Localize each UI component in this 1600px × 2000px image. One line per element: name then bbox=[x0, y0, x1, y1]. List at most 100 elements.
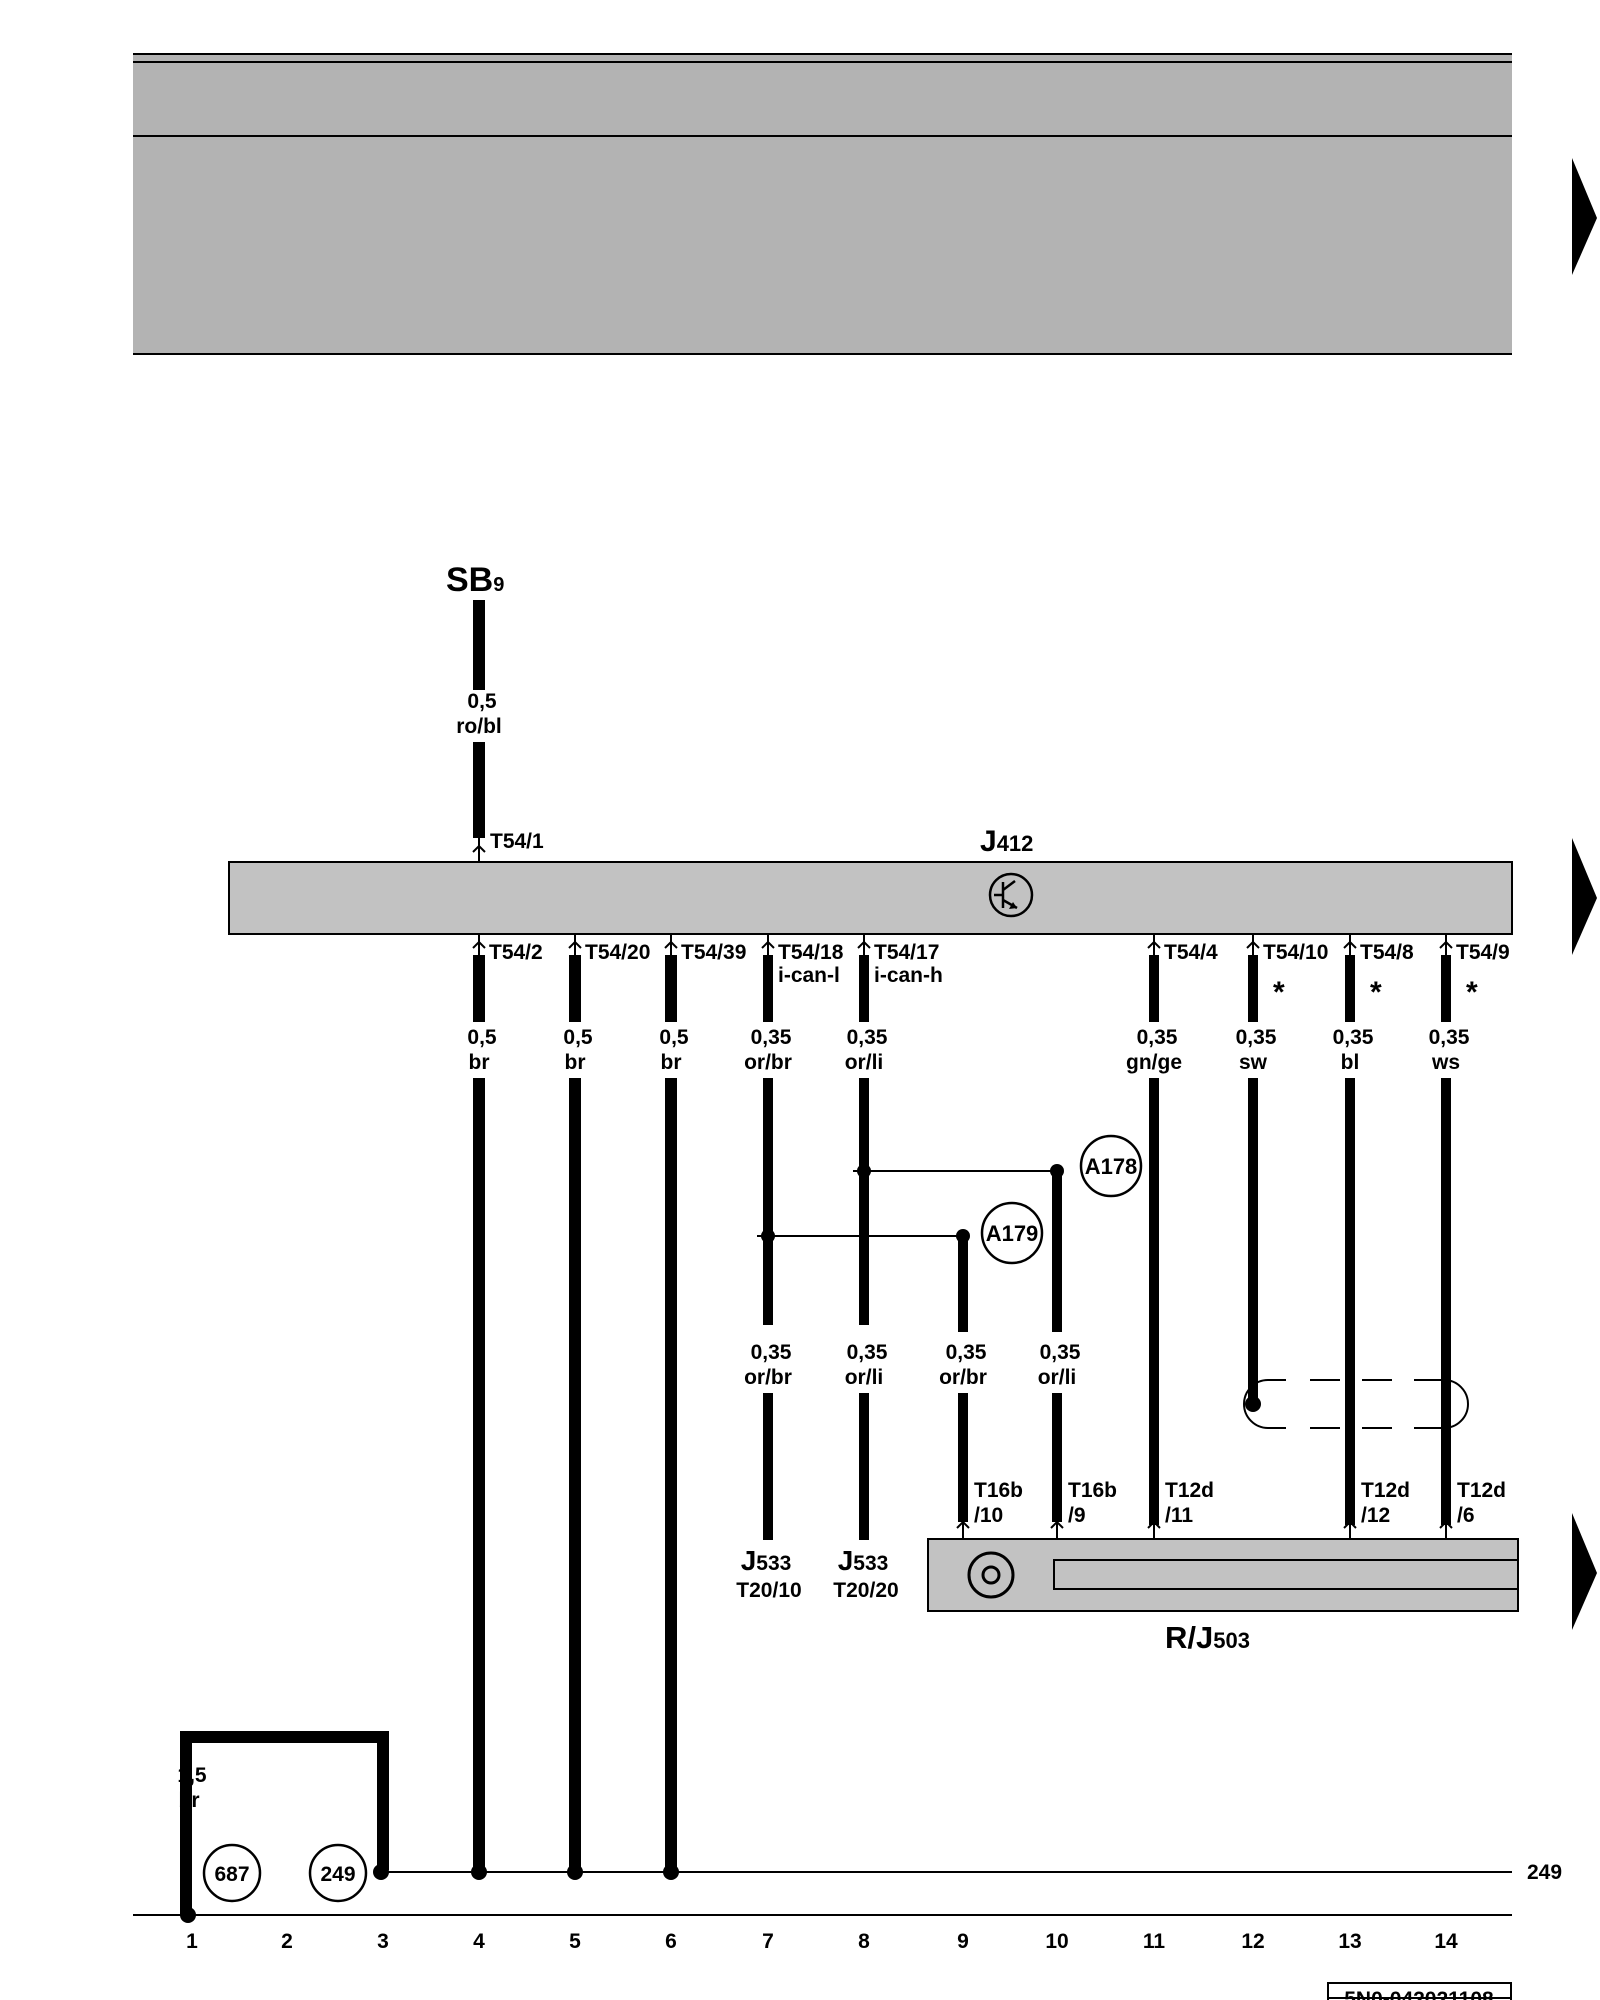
connector-label-top: T16b bbox=[974, 1479, 1023, 1502]
column-number: 10 bbox=[1045, 1930, 1068, 1953]
source-wire-size: 0,5 bbox=[467, 690, 497, 713]
connector-label-bottom: /6 bbox=[1457, 1504, 1475, 1527]
wire-color-label: br bbox=[469, 1051, 490, 1074]
target-j533-b[interactable]: J533 T20/20 bbox=[833, 1545, 898, 1602]
connector-label-top: T12d bbox=[1361, 1479, 1410, 1502]
connector-label-bottom: /11 bbox=[1165, 1504, 1193, 1527]
pin-arrow-icon bbox=[1439, 1520, 1453, 1539]
pin-arrow-icon bbox=[664, 935, 678, 955]
wire-size-label: 0,35 bbox=[946, 1341, 987, 1364]
module-rj503[interactable]: R/J503 bbox=[927, 1538, 1519, 1655]
asterisk-mark: * bbox=[1466, 976, 1478, 1009]
pin-arrow-icon bbox=[568, 935, 582, 955]
column-number: 12 bbox=[1241, 1930, 1264, 1953]
pin-arrow-icon bbox=[472, 935, 486, 955]
column-number: 11 bbox=[1143, 1930, 1166, 1953]
can-label: i-can-h bbox=[874, 964, 943, 987]
pin-arrow-icon bbox=[1246, 935, 1260, 955]
pin-arrow-icon bbox=[1343, 1520, 1357, 1539]
ground-wire-color: br bbox=[179, 1789, 200, 1812]
column-number: 5 bbox=[569, 1930, 581, 1953]
column-number: 8 bbox=[858, 1930, 870, 1953]
wire-color-label: or/br bbox=[939, 1366, 987, 1389]
svg-text:J533: J533 bbox=[741, 1545, 792, 1576]
wire-color-label: or/li bbox=[845, 1051, 884, 1074]
column-number: 9 bbox=[957, 1930, 969, 1953]
pin-arrow-icon bbox=[857, 935, 871, 955]
pin-arrow-icon bbox=[761, 935, 775, 955]
asterisk-mark: * bbox=[1370, 976, 1382, 1009]
pin-arrow-icon bbox=[1147, 935, 1161, 955]
source-label: SB9 bbox=[446, 561, 504, 599]
connector-label-top: T16b bbox=[1068, 1479, 1117, 1502]
column-number: 4 bbox=[473, 1930, 485, 1953]
doc-code-box: 5N0-042021108 bbox=[1327, 1982, 1512, 2000]
wire-size-label: 0,35 bbox=[751, 1341, 792, 1364]
junction-a178[interactable]: A178 bbox=[1079, 1134, 1143, 1198]
transistor-symbol-icon bbox=[988, 872, 1034, 918]
module-j412[interactable]: J412 bbox=[228, 825, 1513, 935]
source-wire-color: ro/bl bbox=[456, 715, 502, 738]
pin-label: T54/18 bbox=[778, 941, 844, 964]
connector-label-bottom: /9 bbox=[1068, 1504, 1086, 1527]
wire-color-label: or/br bbox=[744, 1366, 792, 1389]
wire-color-label: or/br bbox=[744, 1051, 792, 1074]
ground-point-249[interactable]: 249 bbox=[308, 1843, 368, 1903]
continuation-arrow-top[interactable] bbox=[1572, 158, 1597, 275]
can-label: i-can-l bbox=[778, 964, 840, 987]
wire-color-label: or/li bbox=[845, 1366, 884, 1389]
cable-shield bbox=[1243, 1379, 1469, 1429]
doc-code: 5N0-042021108 bbox=[1344, 1988, 1494, 2000]
wire-color-label: ws bbox=[1431, 1051, 1460, 1074]
ground-ref-label: 249 bbox=[1527, 1861, 1562, 1884]
wire-size-label: 0,5 bbox=[467, 1026, 497, 1049]
wire-size-label: 0,35 bbox=[847, 1026, 888, 1049]
wire-color-label: gn/ge bbox=[1126, 1051, 1182, 1074]
wire-size-label: 0,35 bbox=[1236, 1026, 1277, 1049]
svg-text:A179: A179 bbox=[986, 1221, 1039, 1246]
column-number: 6 bbox=[665, 1930, 677, 1953]
target-j533-a[interactable]: J533 T20/10 bbox=[736, 1545, 801, 1602]
pin-label: T54/2 bbox=[489, 941, 543, 964]
wire-size-label: 0,35 bbox=[1333, 1026, 1374, 1049]
wire-size-label: 0,35 bbox=[751, 1026, 792, 1049]
column-number: 13 bbox=[1338, 1930, 1361, 1953]
wire-size-label: 0,35 bbox=[847, 1341, 888, 1364]
connector-label-top: T12d bbox=[1165, 1479, 1214, 1502]
module-rj503-label: R/J503 bbox=[1165, 1620, 1250, 1655]
wire-size-label: 0,35 bbox=[1429, 1026, 1470, 1049]
ground-section: 1,5 br 249 bbox=[133, 1731, 1562, 1923]
ground-wire-size: 1,5 bbox=[177, 1764, 207, 1787]
connector-label-bottom: /10 bbox=[974, 1504, 1003, 1527]
wire-color-label: sw bbox=[1239, 1051, 1268, 1074]
pin-arrow-icon bbox=[1147, 1520, 1161, 1539]
wire-color-label: br bbox=[565, 1051, 586, 1074]
pin-label: T54/39 bbox=[681, 941, 746, 964]
svg-text:A178: A178 bbox=[1085, 1154, 1138, 1179]
pin-top-label: T54/1 bbox=[490, 830, 544, 853]
column-number: 3 bbox=[377, 1930, 389, 1953]
wire-color-label: bl bbox=[1341, 1051, 1360, 1074]
svg-text:687: 687 bbox=[214, 1863, 249, 1886]
wire-color-label: br bbox=[661, 1051, 682, 1074]
column-number: 2 bbox=[281, 1930, 293, 1953]
column-number: 7 bbox=[762, 1930, 774, 1953]
wire-size-label: 0,35 bbox=[1040, 1341, 1081, 1364]
continuation-arrow-middle[interactable] bbox=[1572, 838, 1597, 955]
svg-text:J533: J533 bbox=[838, 1545, 889, 1576]
pin-arrow-icon bbox=[1439, 935, 1453, 955]
connector-label-top: T12d bbox=[1457, 1479, 1506, 1502]
pin-label: T54/20 bbox=[585, 941, 650, 964]
pin-label: T54/17 bbox=[874, 941, 939, 964]
column-number: 1 bbox=[186, 1930, 198, 1953]
wire-size-label: 0,5 bbox=[659, 1026, 689, 1049]
continuation-arrow-bottom[interactable] bbox=[1572, 1513, 1597, 1630]
svg-text:T20/20: T20/20 bbox=[833, 1579, 898, 1602]
pin-arrow-icon bbox=[1343, 935, 1357, 955]
pin-label: T54/8 bbox=[1360, 941, 1414, 964]
junction-a179[interactable]: A179 bbox=[980, 1201, 1044, 1265]
ground-point-687[interactable]: 687 bbox=[202, 1843, 262, 1903]
wire-size-label: 0,5 bbox=[563, 1026, 593, 1049]
